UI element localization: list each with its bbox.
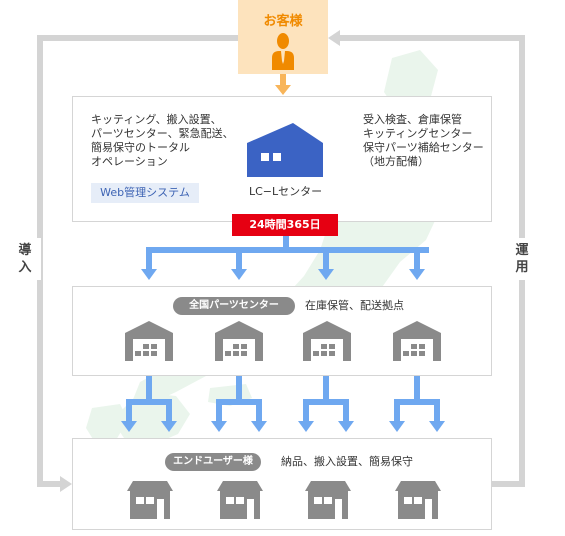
parts-center-pill: 全国パーツセンター	[173, 297, 295, 315]
warehouse-icon	[303, 321, 351, 361]
end-user-panel: エンドユーザー様 納品、搬入設置、簡易保守	[72, 438, 492, 530]
warehouse-icon	[215, 321, 263, 361]
house-icon	[305, 481, 351, 519]
side-label-introduction: 導入	[9, 238, 41, 280]
customer-down-arrow	[275, 74, 291, 95]
customer-label: お客様	[263, 14, 303, 29]
warehouse-icon	[393, 321, 441, 361]
parts-center-panel: 全国パーツセンター 在庫保管、配送拠点	[72, 286, 492, 376]
house-icon	[127, 481, 173, 519]
24-hours-badge: 24時間365日	[232, 214, 338, 236]
side-label-operation: 運用	[513, 238, 531, 280]
warehouse-icon	[125, 321, 173, 361]
web-system-badge: Web管理システム	[91, 183, 199, 203]
house-icon	[395, 481, 441, 519]
end-user-description: 納品、搬入設置、簡易保守	[281, 455, 413, 468]
customer-box: お客様	[238, 0, 328, 74]
loop-arrowhead-left	[60, 476, 72, 492]
parts-center-description: 在庫保管、配送拠点	[305, 299, 404, 312]
end-user-pill: エンドユーザー様	[165, 453, 261, 471]
lc-l-center-panel: キッティング、搬入設置、 パーツセンター、緊急配送、 簡易保守のトータル オペレ…	[72, 96, 492, 222]
loop-arrowhead-right	[328, 30, 340, 46]
service-description-left: キッティング、搬入設置、 パーツセンター、緊急配送、 簡易保守のトータル オペレ…	[91, 113, 234, 168]
lc-l-center-label: LC−Lセンター	[249, 185, 323, 198]
lc-l-center-building-icon	[247, 123, 323, 177]
house-icon	[217, 481, 263, 519]
service-description-right: 受入検査、倉庫保管 キッティングセンター 保守パーツ補給センター （地方配備）	[363, 113, 484, 168]
person-icon	[272, 33, 294, 70]
